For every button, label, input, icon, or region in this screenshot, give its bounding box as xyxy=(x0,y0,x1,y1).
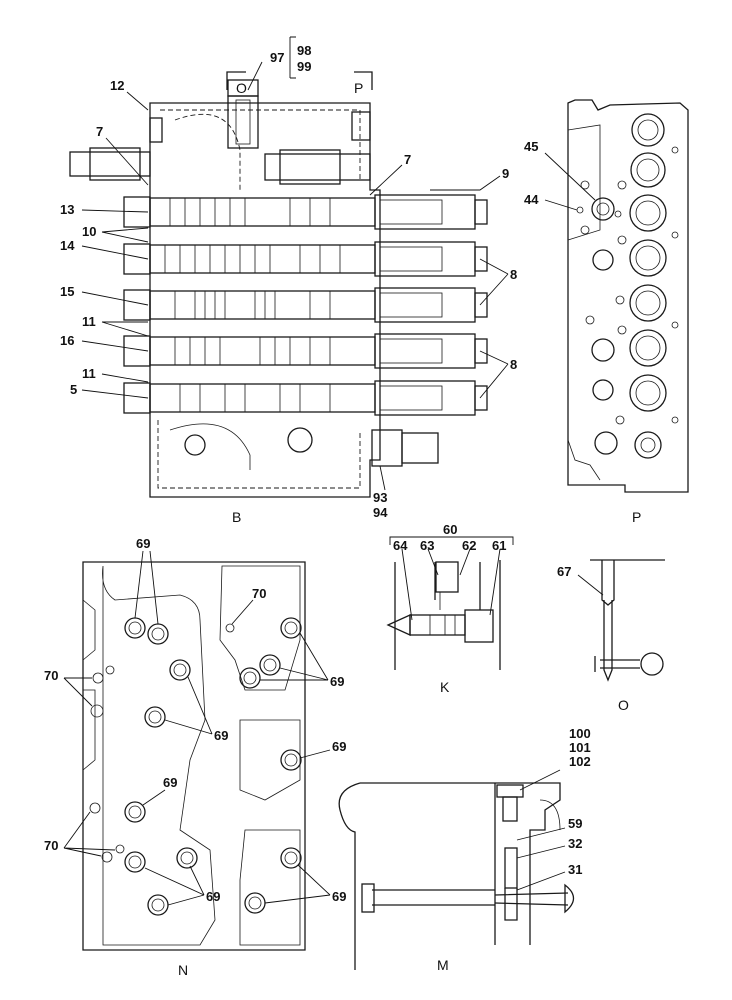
callout-60: 60 xyxy=(443,522,457,537)
callout-61: 61 xyxy=(492,538,506,553)
section-marks xyxy=(226,71,373,90)
callout-11-upper: 11 xyxy=(82,314,96,329)
view-m-drawing xyxy=(338,782,575,970)
callout-10: 10 xyxy=(82,224,96,239)
callout-32: 32 xyxy=(568,836,582,851)
callout-7-left: 7 xyxy=(96,124,103,139)
callout-69-right-upper: 69 xyxy=(330,674,344,689)
callout-64: 64 xyxy=(393,538,408,553)
callout-98: 98 xyxy=(297,43,311,58)
callout-62: 62 xyxy=(462,538,476,553)
callout-69-right-mid: 69 xyxy=(332,739,346,754)
callout-12: 12 xyxy=(110,78,124,93)
view-caption-m: M xyxy=(437,957,449,973)
callout-100: 100 xyxy=(569,726,591,741)
view-o-drawing xyxy=(590,559,665,682)
view-caption-b: B xyxy=(232,509,241,525)
callout-13: 13 xyxy=(60,202,74,217)
view-caption-k: K xyxy=(440,679,450,695)
view-caption-n: N xyxy=(178,962,188,978)
view-k-drawing xyxy=(386,560,501,670)
callout-8-lower: 8 xyxy=(510,357,517,372)
callout-45: 45 xyxy=(524,139,538,154)
callout-16: 16 xyxy=(60,333,74,348)
view-caption-p: P xyxy=(632,509,641,525)
callout-7-right: 7 xyxy=(404,152,411,167)
callout-8-upper: 8 xyxy=(510,267,517,282)
spool-1 xyxy=(149,197,376,227)
callout-11-lower: 11 xyxy=(82,366,96,381)
callout-70-left-upper: 70 xyxy=(44,668,58,683)
callout-101: 101 xyxy=(569,740,591,755)
spool-2 xyxy=(149,244,376,274)
callout-69-right-lower: 69 xyxy=(332,889,346,904)
section-mark-p: P xyxy=(354,80,363,96)
spool-5 xyxy=(149,383,376,413)
callout-31: 31 xyxy=(568,862,582,877)
callout-69-mid: 69 xyxy=(214,728,228,743)
spool-4 xyxy=(149,336,376,366)
callout-15: 15 xyxy=(60,284,74,299)
callout-70-left-lower: 70 xyxy=(44,838,58,853)
view-n-drawing xyxy=(82,561,306,951)
view-b-drawing xyxy=(69,79,488,498)
callout-99: 99 xyxy=(297,59,311,74)
callout-5: 5 xyxy=(70,382,77,397)
view-caption-o: O xyxy=(618,697,629,713)
callout-69-center: 69 xyxy=(163,775,177,790)
callout-102: 102 xyxy=(569,754,591,769)
section-mark-o: O xyxy=(236,80,247,96)
callout-59: 59 xyxy=(568,816,582,831)
callout-69-bottom: 69 xyxy=(206,889,220,904)
end-caps-right xyxy=(374,194,488,416)
callout-93: 93 xyxy=(373,490,387,505)
view-p-drawing xyxy=(567,99,689,493)
callout-97: 97 xyxy=(270,50,284,65)
callout-70-top: 70 xyxy=(252,586,266,601)
callout-14: 14 xyxy=(60,238,75,253)
callout-63: 63 xyxy=(420,538,434,553)
callout-94: 94 xyxy=(373,505,388,520)
spool-3 xyxy=(149,290,376,320)
callout-69-top: 69 xyxy=(136,536,150,551)
callout-9: 9 xyxy=(502,166,509,181)
callout-44: 44 xyxy=(524,192,539,207)
callout-67: 67 xyxy=(557,564,571,579)
